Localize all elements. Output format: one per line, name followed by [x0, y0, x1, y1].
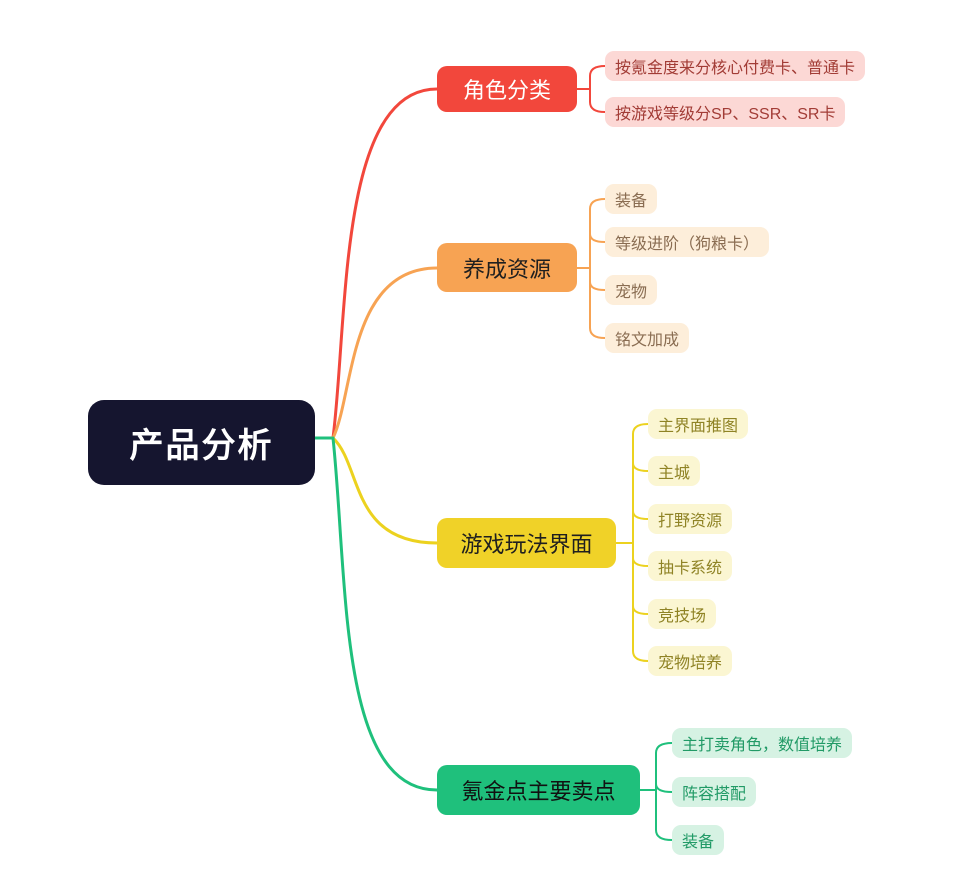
child-node-gameplay-2[interactable]: 主城: [648, 456, 701, 486]
child-node-gameplay-1[interactable]: 主界面推图: [648, 409, 749, 439]
child-node-resources-2[interactable]: 等级进阶（狗粮卡）: [605, 227, 770, 257]
resources-trunk: [589, 198, 606, 339]
roles-trunk: [589, 65, 606, 113]
monetization-child-connectors: [639, 742, 673, 841]
child-node-gameplay-5[interactable]: 竞技场: [648, 599, 717, 629]
monetization-trunk: [655, 742, 673, 841]
gameplay-hook-3: [632, 557, 649, 567]
resources-child-connectors: [576, 198, 606, 339]
branch-node-gameplay[interactable]: 游戏玩法界面: [437, 518, 616, 568]
child-node-resources-1[interactable]: 装备: [605, 184, 658, 214]
child-node-monetization-2[interactable]: 阵容搭配: [672, 777, 757, 807]
branch-connector-gameplay: [331, 436, 439, 545]
child-node-roles-2[interactable]: 按游戏等级分SP、SSR、SR卡: [605, 97, 846, 127]
child-node-gameplay-4[interactable]: 抽卡系统: [648, 551, 733, 581]
gameplay-hook-2: [632, 510, 649, 520]
child-node-resources-3[interactable]: 宠物: [605, 275, 658, 305]
branch-curves: [311, 87, 439, 792]
gameplay-child-connectors: [615, 423, 649, 662]
branch-node-monetization[interactable]: 氪金点主要卖点: [437, 765, 640, 815]
branch-connector-roles: [331, 87, 439, 440]
root-node[interactable]: 产品分析: [88, 400, 315, 485]
gameplay-trunk: [632, 423, 649, 662]
branch-node-resources[interactable]: 养成资源: [437, 243, 577, 292]
gameplay-hook-1: [632, 462, 649, 472]
gameplay-hook-4: [632, 605, 649, 615]
child-node-monetization-3[interactable]: 装备: [672, 825, 725, 855]
child-node-roles-1[interactable]: 按氪金度来分核心付费卡、普通卡: [605, 51, 866, 81]
child-node-resources-4[interactable]: 铭文加成: [605, 323, 690, 353]
child-node-gameplay-6[interactable]: 宠物培养: [648, 646, 733, 676]
child-node-monetization-1[interactable]: 主打卖角色，数值培养: [672, 728, 853, 758]
roles-child-connectors: [576, 65, 606, 113]
branch-node-roles[interactable]: 角色分类: [437, 66, 577, 112]
monetization-hook-1: [655, 783, 673, 793]
resources-hook-1: [589, 233, 606, 243]
branch-connector-monetization: [331, 436, 439, 792]
child-node-gameplay-3[interactable]: 打野资源: [648, 504, 733, 534]
resources-hook-2: [589, 281, 606, 291]
branch-connector-resources: [331, 266, 439, 440]
